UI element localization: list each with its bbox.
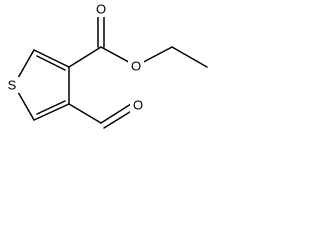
bond-c2-c3-inner (36, 55, 66, 71)
formyl-group (68, 103, 134, 129)
atom-label-ester-carbonyl-oxygen: O (96, 2, 106, 17)
bond-c4-c5 (33, 103, 70, 121)
atom-label-aldehyde-oxygen: O (133, 98, 143, 113)
bond-c2-c3 (33, 49, 70, 68)
bond-c3-ester-carbon (68, 46, 102, 68)
chemical-structure-diagram: S O O O (6, 1, 208, 129)
bond-c4-formyl-carbon (68, 103, 102, 124)
bond-methylene-methyl (171, 46, 208, 68)
bond-formyl-carbonyl-second (103, 109, 134, 129)
atom-label-ester-ether-oxygen: O (131, 59, 141, 74)
thiophene-ring (13, 49, 70, 121)
atom-label-sulfur: S (8, 78, 17, 93)
bond-formyl-carbonyl (100, 103, 132, 124)
bond-c4-c5-inner (36, 100, 66, 115)
atom-labels: S O O O (6, 1, 146, 113)
